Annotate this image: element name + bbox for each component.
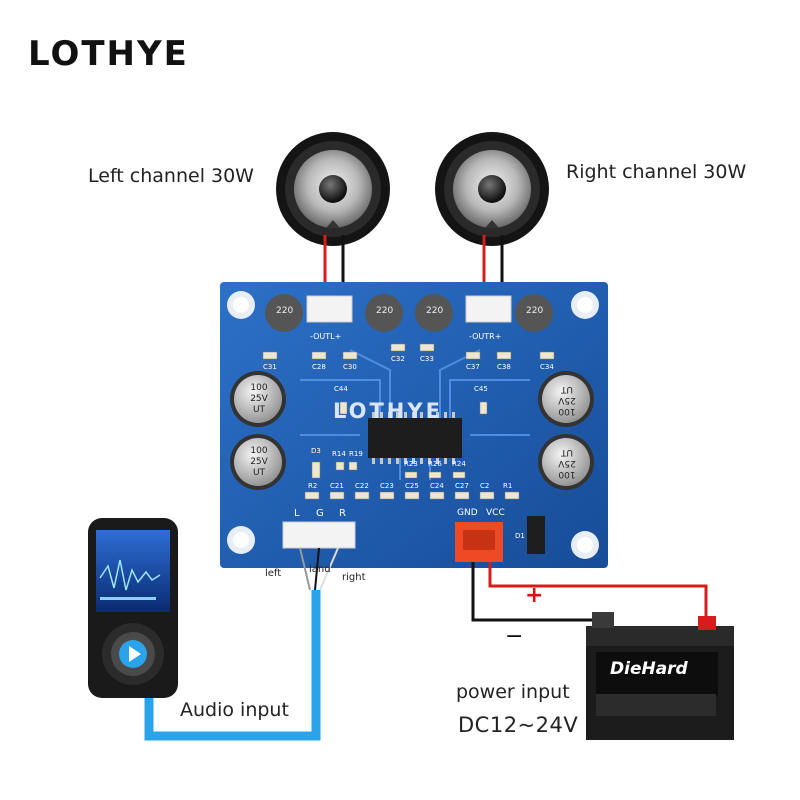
component-label: R24 <box>452 460 466 468</box>
component-label: D3 <box>311 447 321 455</box>
right-speaker <box>435 132 549 246</box>
component-label: R1 <box>503 482 513 490</box>
out-right-label: -OUTR+ <box>469 332 502 341</box>
amplifier-ic <box>368 418 462 458</box>
component-label: C22 <box>355 482 369 490</box>
inductor-label: 220 <box>376 306 394 316</box>
audio-cable <box>144 547 339 741</box>
input-pin-l: L <box>294 508 300 519</box>
amplifier-board <box>220 282 608 568</box>
component-label: C32 <box>391 355 405 363</box>
positive-sign: + <box>525 583 544 608</box>
audio-input-header <box>282 521 356 549</box>
component-label: C28 <box>312 363 326 371</box>
component-label: C45 <box>474 385 488 393</box>
component-label: C23 <box>380 482 394 490</box>
component-label: C21 <box>330 482 344 490</box>
smd-components <box>262 343 555 500</box>
electrolytic-capacitors <box>230 371 594 490</box>
left-channel-label: Left channel 30W <box>88 165 254 187</box>
wire-label-land: land <box>309 564 331 575</box>
out-left-label: -OUTL+ <box>310 332 342 341</box>
component-label: C37 <box>466 363 480 371</box>
input-pin-g: G <box>316 508 324 519</box>
input-pin-r: R <box>339 508 346 519</box>
battery <box>586 612 734 740</box>
component-label: R23 <box>404 460 418 468</box>
power-pin-gnd: GND <box>457 508 478 518</box>
right-output-header <box>465 295 512 323</box>
mounting-holes <box>227 291 599 559</box>
battery-brand: DieHard <box>610 659 688 679</box>
component-label: R2 <box>308 482 318 490</box>
brand-logo: LOTHYE <box>28 34 189 74</box>
ic-pins <box>372 412 455 464</box>
component-label: C24 <box>430 482 444 490</box>
component-label: C2 <box>480 482 490 490</box>
power-wires <box>471 562 708 632</box>
diode-d1 <box>527 516 545 554</box>
board-silk-brand: LOTHYE <box>333 399 443 423</box>
audio-input-label: Audio input <box>180 699 289 721</box>
power-pin-vcc: VCC <box>486 508 505 518</box>
component-label: C27 <box>455 482 469 490</box>
wire-label-left: left <box>265 568 282 579</box>
inductor-label: 220 <box>276 306 294 316</box>
component-label: C25 <box>405 482 419 490</box>
component-label: R26 <box>428 460 442 468</box>
component-label: C34 <box>540 363 554 371</box>
component-label: R14 <box>332 450 346 458</box>
power-voltage-label: DC12~24V <box>458 713 579 737</box>
inductor-label: 220 <box>426 306 444 316</box>
left-speaker <box>276 132 390 246</box>
component-label: D1 <box>515 532 525 540</box>
component-label: C44 <box>334 385 348 393</box>
right-channel-label: Right channel 30W <box>566 161 747 183</box>
wire-label-right: right <box>342 572 366 583</box>
inductor-label: 220 <box>526 306 544 316</box>
component-label: R19 <box>349 450 363 458</box>
negative-sign: − <box>505 624 524 649</box>
component-label: C31 <box>263 363 277 371</box>
component-label: C30 <box>343 363 357 371</box>
inductors <box>265 294 553 332</box>
component-label: C33 <box>420 355 434 363</box>
power-input-label: power input <box>456 681 570 703</box>
component-label: C38 <box>497 363 511 371</box>
left-output-header <box>306 295 353 323</box>
mp3-player <box>88 518 178 698</box>
